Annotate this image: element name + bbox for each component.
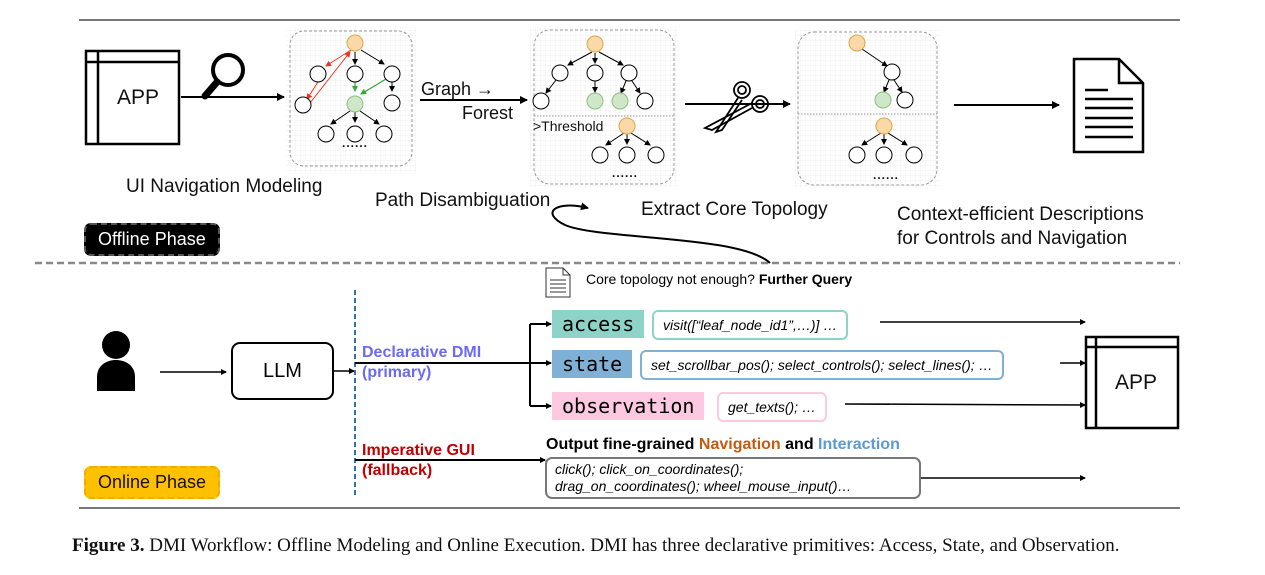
declarative-line2: (primary)	[362, 364, 432, 381]
stage-label-context-efficient-descriptions: Context-efficient Descriptions for Contr…	[897, 203, 1144, 251]
access-calls-box: visit([“leaf_node_id1”,…)] …	[652, 310, 849, 340]
gui-calls-line2: drag_on_coordinates(); wheel_mouse_input…	[555, 478, 852, 494]
primitive-state: state	[552, 350, 633, 378]
observation-calls-box: get_texts(); …	[717, 392, 827, 422]
further-query-arrow	[551, 202, 771, 264]
online-phase-badge: Online Phase	[84, 466, 221, 499]
figure-caption-text: DMI Workflow: Offline Modeling and Onlin…	[149, 535, 1120, 556]
output-title: Output fine-grained Navigation and Inter…	[546, 436, 900, 454]
llm-box: LLM	[231, 342, 334, 400]
primitive-access: access	[552, 310, 645, 338]
figure-caption: Figure 3. DMI Workflow: Offline Modeling…	[72, 535, 1119, 557]
tree1-ellipsis: ......	[342, 136, 369, 150]
declarative-dmi-label: Declarative DMI (primary)	[362, 343, 481, 383]
gui-calls-box: click(); click_on_coordinates(); drag_on…	[545, 457, 921, 499]
output-title-interaction: Interaction	[818, 436, 900, 453]
graph-to-forest-label-line2: Forest	[462, 103, 514, 123]
primitive-observation: observation	[552, 392, 705, 420]
user-icon	[97, 331, 135, 391]
gui-calls-line1: click(); click_on_coordinates();	[555, 461, 744, 477]
app-window-icon-offline	[84, 49, 181, 146]
further-query-question: Core topology not enough?	[586, 271, 755, 287]
tree2-ellipsis: ......	[612, 166, 639, 180]
further-query-note: Core topology not enough? Further Query	[586, 271, 852, 287]
graph-to-forest-label-line1: Graph →	[421, 79, 495, 99]
app-window-icon-online	[1084, 335, 1180, 430]
declarative-line1: Declarative DMI	[362, 344, 482, 361]
stage-label-line2: for Controls and Navigation	[897, 228, 1128, 249]
stage-label-extract-core-topology: Extract Core Topology	[641, 199, 828, 220]
online-app-label: APP	[1115, 371, 1158, 394]
scissors-icon	[702, 81, 769, 134]
tree-panel-forest	[530, 27, 678, 187]
offline-app-label: APP	[117, 86, 160, 109]
figure-caption-label: Figure 3.	[72, 535, 145, 556]
output-title-and: and	[785, 436, 814, 453]
small-document-icon	[545, 267, 571, 298]
tree3-ellipsis: ......	[873, 168, 900, 182]
threshold-label: >Threshold	[533, 118, 604, 134]
tree-panel-navigation-graph	[286, 27, 416, 172]
output-title-prefix: Output fine-grained	[546, 436, 695, 453]
stage-label-path-disambiguation: Path Disambiguation	[375, 190, 551, 211]
imperative-line1: Imperative GUI	[362, 442, 475, 459]
magnifier-icon	[201, 53, 245, 100]
document-icon	[1072, 57, 1145, 154]
further-query-action: Further Query	[758, 271, 853, 287]
imperative-gui-label: Imperative GUI (fallback)	[362, 441, 475, 481]
stage-label-line1: Context-efficient Descriptions	[897, 204, 1144, 225]
tree-panel-core-topology	[795, 30, 940, 188]
imperative-line2: (fallback)	[362, 462, 433, 479]
offline-phase-badge: Offline Phase	[84, 223, 220, 256]
stage-label-ui-navigation-modeling: UI Navigation Modeling	[126, 176, 323, 197]
output-title-navigation: Navigation	[698, 436, 781, 453]
state-calls-box: set_scrollbar_pos(); select_controls(); …	[640, 350, 1004, 380]
